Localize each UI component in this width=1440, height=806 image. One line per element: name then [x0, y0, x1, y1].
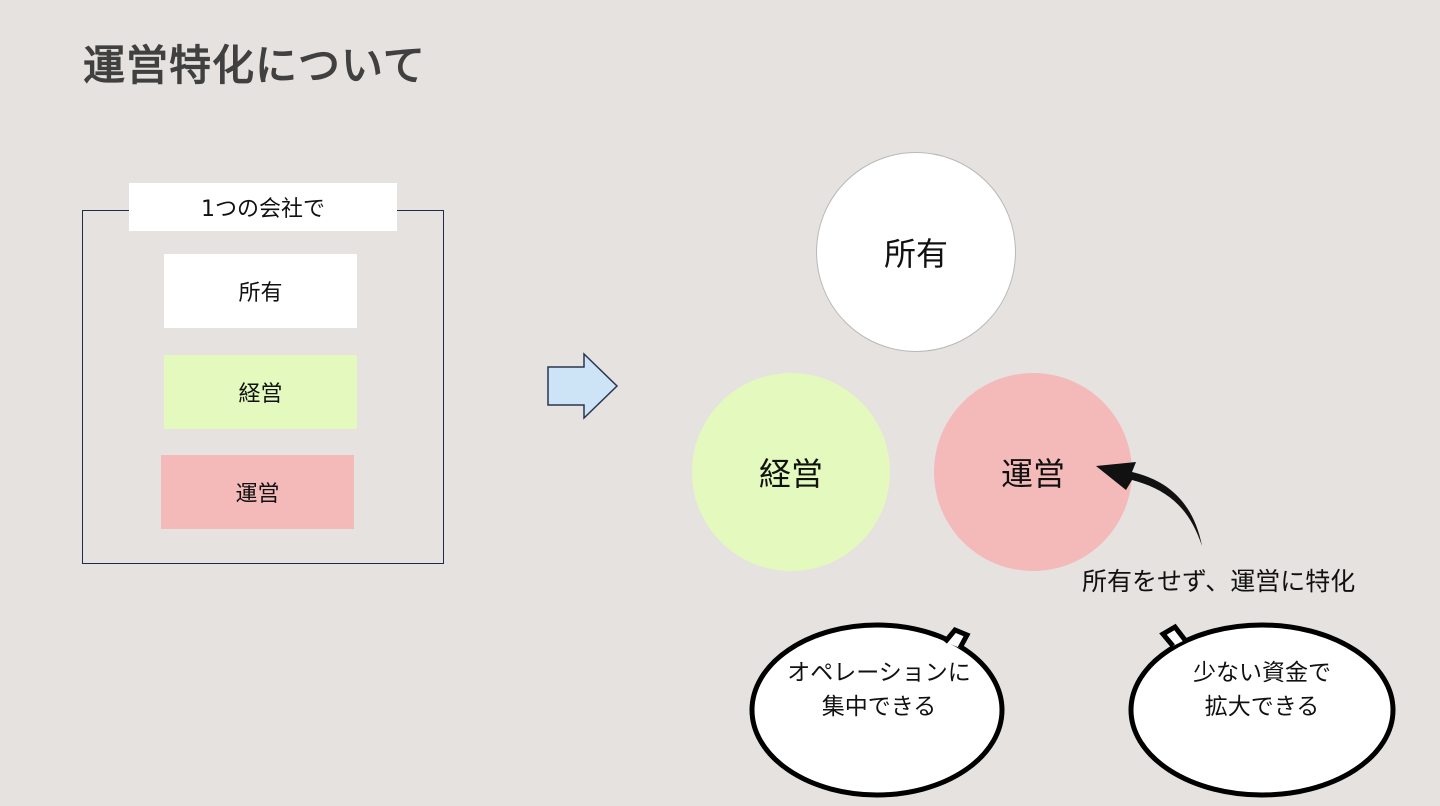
- bubble-left-text: オペレーションに 集中できる: [757, 640, 1001, 740]
- operation-box: 運営: [161, 455, 354, 529]
- operation-circle: 運営: [934, 373, 1132, 571]
- company-frame-label: 1つの会社で: [129, 183, 397, 231]
- speech-bubble-right: [1128, 622, 1396, 798]
- curved-arrow-icon: [1096, 462, 1202, 546]
- right-arrow-icon: [547, 352, 619, 420]
- bubble-right-line: 少ない資金で: [1193, 660, 1331, 686]
- bubble-right-line: 拡大できる: [1204, 694, 1320, 720]
- ownership-box: 所有: [164, 254, 357, 328]
- caption: 所有をせず、運営に特化: [1082, 567, 1356, 596]
- speech-bubble-left: [749, 622, 1005, 798]
- bubble-right-text: 少ない資金で 拡大できる: [1140, 640, 1384, 740]
- bubble-left-line: 集中できる: [821, 694, 937, 720]
- bubble-left-line: オペレーションに: [787, 660, 971, 686]
- management-box: 経営: [164, 355, 357, 429]
- ownership-circle: 所有: [816, 152, 1016, 352]
- page-title: 運営特化について: [83, 41, 426, 90]
- management-circle: 経営: [692, 373, 890, 571]
